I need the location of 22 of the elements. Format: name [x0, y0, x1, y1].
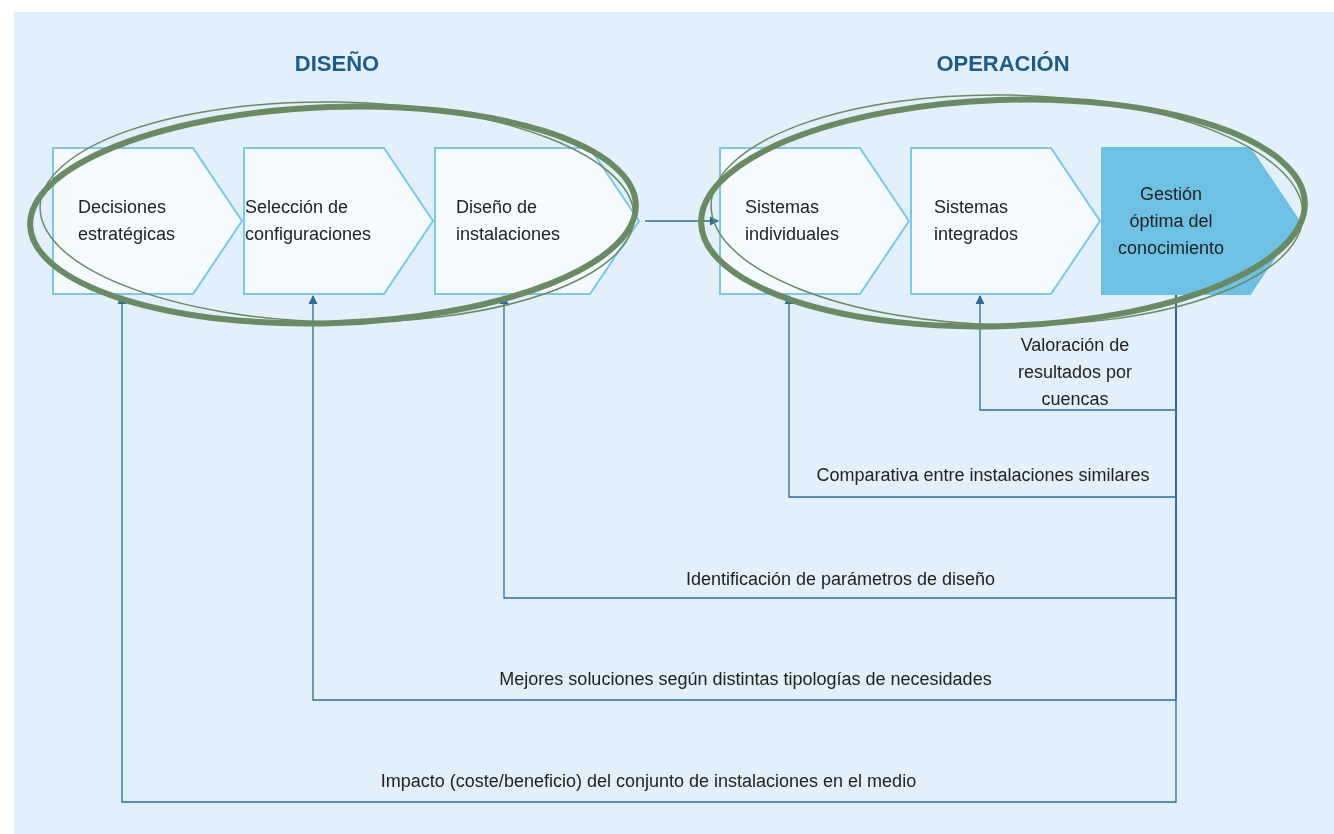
- step-label: Selección de configuraciones: [245, 196, 373, 246]
- step-label: Sistemas integrados: [934, 196, 1020, 246]
- chevron-step: [1101, 147, 1300, 295]
- edge-label: Identificación de parámetros de diseño: [685, 568, 996, 591]
- step-label: Diseño de instalaciones: [456, 196, 562, 246]
- step-label: Gestión óptima del conocimiento: [1116, 182, 1226, 260]
- edge-label: Mejores soluciones según distintas tipologías de necesidades: [499, 668, 992, 691]
- step-label: Decisiones estratégicas: [78, 196, 177, 246]
- phase-title: OPERACIÓN: [935, 50, 1071, 78]
- connector-arrow: [644, 216, 719, 226]
- edge-label: Valoración de resultados por cuencas: [1016, 334, 1134, 411]
- chevron-step: [243, 147, 434, 295]
- connector-arrow: [117, 294, 1177, 803]
- connector-arrow: [975, 294, 1177, 411]
- chevron-step: [910, 147, 1101, 295]
- connector-arrow: [308, 294, 1177, 701]
- chevron-step: [52, 147, 243, 295]
- step-label: Sistemas individuales: [745, 196, 841, 246]
- edge-label: Comparativa entre instalaciones similares: [816, 464, 1150, 487]
- phase-title: DISEÑO: [293, 50, 381, 78]
- chevron-step: [719, 147, 910, 295]
- edge-label: Impacto (coste/beneficio) del conjunto de instalaciones en el medio: [380, 770, 917, 793]
